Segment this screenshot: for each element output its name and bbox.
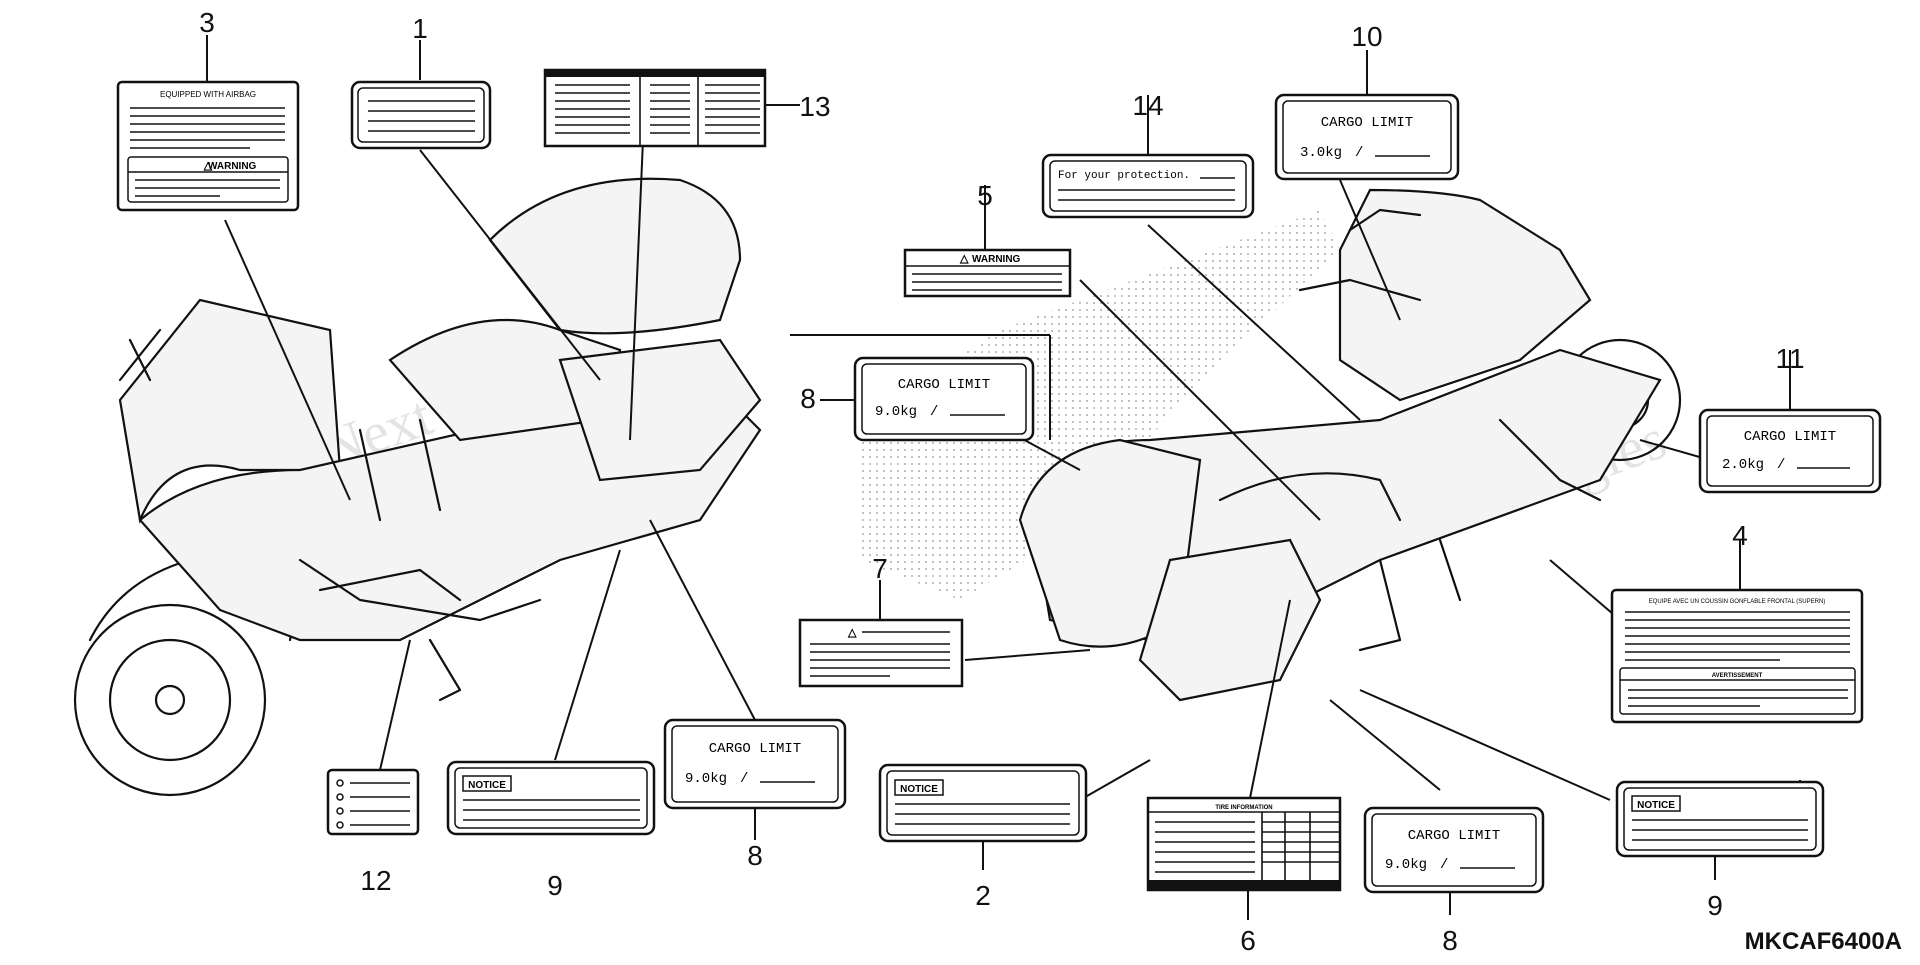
label-14-protection: For your protection. 14 (1041, 90, 1255, 219)
svg-text:TIRE INFORMATION: TIRE INFORMATION (1215, 805, 1272, 811)
svg-text:1: 1 (412, 13, 428, 44)
svg-text:8: 8 (800, 383, 816, 414)
svg-text:14: 14 (1132, 90, 1163, 121)
warning-triangle-icon: △ (959, 253, 969, 265)
label-12-bullet-list: 12 (326, 768, 420, 896)
svg-text:/: / (1355, 145, 1363, 161)
svg-text:3.0kg: 3.0kg (1300, 145, 1342, 161)
svg-text:/: / (1777, 457, 1785, 473)
top-case (1018, 438, 1202, 648)
svg-text:CARGO LIMIT: CARGO LIMIT (1408, 828, 1500, 844)
bullet-dot-icon (336, 779, 344, 787)
svg-text:9.0kg: 9.0kg (875, 404, 917, 420)
svg-text:WARNING: WARNING (972, 254, 1021, 265)
svg-text:EQUIPPED WITH AIRBAG: EQUIPPED WITH AIRBAG (160, 90, 256, 99)
label-5-warning: △ WARNING 5 (903, 180, 1072, 298)
svg-text:11: 11 (1775, 343, 1804, 374)
side-case (1138, 538, 1322, 702)
svg-text:For your protection.: For your protection. (1058, 170, 1190, 182)
svg-text:9.0kg: 9.0kg (1385, 857, 1427, 873)
svg-text:3: 3 (199, 7, 215, 38)
svg-text:/: / (1440, 857, 1448, 873)
left-motorcycle (73, 177, 762, 797)
svg-text:CARGO LIMIT: CARGO LIMIT (1321, 115, 1413, 131)
label-9-notice-right: NOTICE 9 (1615, 780, 1825, 921)
label-3-airbag-warning: EQUIPPED WITH AIRBAG △ WARNING 3 (116, 7, 300, 212)
warning-triangle-icon: △ (203, 160, 213, 172)
svg-text:2: 2 (975, 880, 991, 911)
svg-text:9: 9 (1707, 890, 1723, 921)
bullet-dot-icon (336, 807, 344, 815)
svg-text:13: 13 (799, 91, 830, 122)
label-4-french-warning: EQUIPE AVEC UN COUSSIN GONFLABLE FRONTAL… (1610, 520, 1864, 724)
svg-text:2.0kg: 2.0kg (1722, 457, 1764, 473)
diagram-code: MKCAF6400A (1744, 928, 1902, 955)
svg-text:10: 10 (1351, 21, 1382, 52)
front-fairing (1338, 188, 1592, 402)
front-wheel (73, 603, 267, 797)
svg-text:AVERTISSEMENT: AVERTISSEMENT (1712, 673, 1763, 679)
svg-text:CARGO LIMIT: CARGO LIMIT (898, 377, 990, 393)
svg-text:EQUIPE AVEC UN COUSSIN GONFLAB: EQUIPE AVEC UN COUSSIN GONFLABLE FRONTAL… (1649, 599, 1826, 605)
label-7-warning: △ 7 (798, 553, 964, 688)
label-8-cargo-limit-left: CARGO LIMIT 9.0kg / 8 (663, 718, 847, 871)
svg-text:6: 6 (1240, 925, 1256, 956)
label-6-tire-information: TIRE INFORMATION 6 (1146, 796, 1342, 956)
svg-text:8: 8 (747, 840, 763, 871)
warning-triangle-icon: △ (847, 627, 857, 639)
svg-text:4: 4 (1732, 520, 1748, 551)
svg-text:/: / (930, 404, 938, 420)
right-motorcycle (1018, 188, 1682, 702)
svg-text:9.0kg: 9.0kg (685, 771, 727, 787)
svg-text:7: 7 (872, 553, 888, 584)
svg-text:NOTICE: NOTICE (468, 780, 506, 791)
svg-text:NOTICE: NOTICE (1637, 800, 1675, 811)
svg-text:CARGO LIMIT: CARGO LIMIT (709, 741, 801, 757)
stipple-area (860, 210, 1340, 600)
svg-text:/: / (740, 771, 748, 787)
label-13-table: 13 (543, 68, 831, 148)
label-2-notice: NOTICE 2 (878, 763, 1088, 911)
svg-text:8: 8 (1442, 925, 1458, 956)
label-11-cargo-limit: CARGO LIMIT 2.0kg / 11 (1698, 343, 1882, 494)
svg-text:CARGO LIMIT: CARGO LIMIT (1744, 429, 1836, 445)
bullet-dot-icon (336, 793, 344, 801)
saddlebag (558, 338, 762, 482)
label-9-notice-left: NOTICE 9 (446, 760, 656, 901)
svg-text:9: 9 (547, 870, 563, 901)
svg-text:5: 5 (977, 180, 993, 211)
bullet-dot-icon (336, 821, 344, 829)
label-1: 1 (350, 13, 492, 150)
label-8-cargo-limit-right: CARGO LIMIT 9.0kg / 8 (1363, 806, 1545, 956)
svg-text:12: 12 (360, 865, 391, 896)
seat (388, 318, 622, 442)
svg-text:WARNING: WARNING (208, 161, 257, 172)
label-10-cargo-limit: CARGO LIMIT 3.0kg / 10 (1274, 21, 1460, 181)
top-box (488, 177, 742, 335)
label-8-cargo-limit-upper: CARGO LIMIT 9.0kg / 8 (800, 356, 1035, 442)
svg-text:NOTICE: NOTICE (900, 784, 938, 795)
